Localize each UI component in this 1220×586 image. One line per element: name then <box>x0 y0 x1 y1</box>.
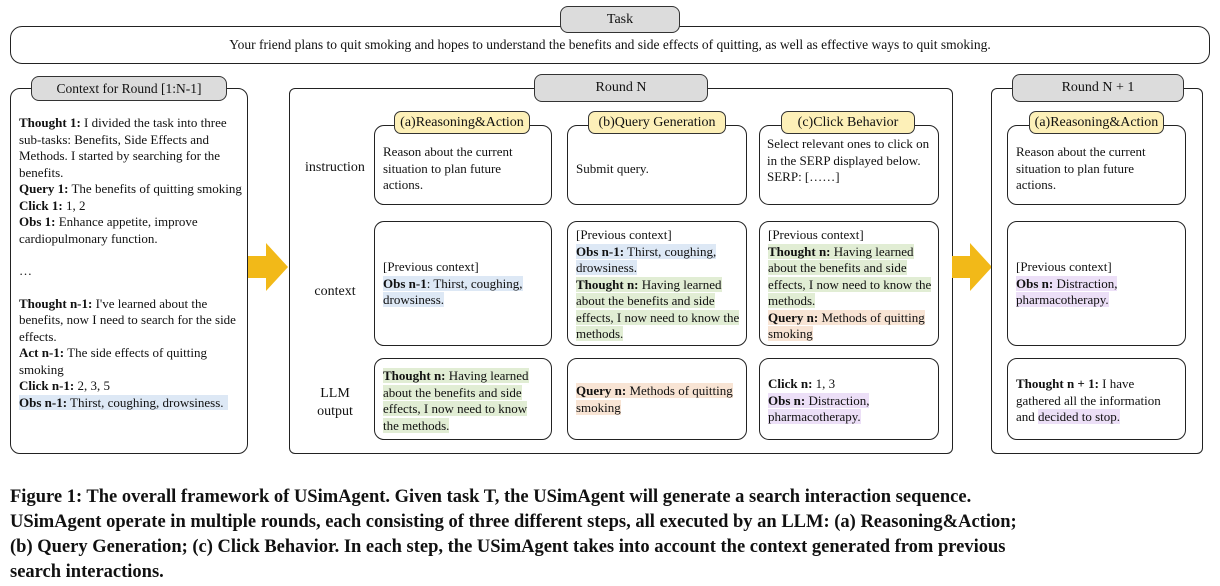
output-b-query-key: Query n: <box>576 383 627 398</box>
caption-line-2: USimAgent operate in multiple rounds, ea… <box>10 512 1017 532</box>
context-n1-content: [Previous context] Obs n: Distraction, p… <box>1016 259 1178 309</box>
context-b-prev: [Previous context] <box>576 227 672 242</box>
context-c-query-val: Methods of quitting smoking <box>768 309 925 342</box>
output-n1-box <box>1007 358 1186 440</box>
output-c-obs-val: Distraction, pharmacotherapy. <box>768 392 870 425</box>
output-c-content: Click n: 1, 3 Obs n: Distraction, pharma… <box>768 376 932 426</box>
context-b-obs-key: Obs n-1: <box>576 243 625 259</box>
context-a-prev: [Previous context] <box>383 259 479 274</box>
task-text: Your friend plans to quit smoking and ho… <box>229 37 991 52</box>
thought1-key: Thought 1: <box>19 115 81 130</box>
context-c-query-key: Query n: <box>768 309 819 325</box>
ellipsis: … <box>19 263 32 278</box>
row-label-llm-output: LLM output <box>296 385 374 421</box>
row-label-output: output <box>317 404 353 419</box>
arrow-right-icon <box>952 243 992 291</box>
thought1-val: I divided the task into three sub-tasks:… <box>19 115 227 180</box>
output-b-content: Query n: Methods of quitting smoking <box>576 383 740 416</box>
figure-caption: Figure 1: The overall framework of USimA… <box>10 485 1220 585</box>
actn1-key: Act n-1: <box>19 345 65 360</box>
output-n1-content: Thought n + 1: I have gathered all the i… <box>1016 376 1178 426</box>
output-a-thought-key: Thought n: <box>383 368 446 383</box>
context-panel-label: Context for Round [1:N-1] <box>31 76 227 101</box>
click1-val: 1, 2 <box>62 197 86 213</box>
output-b-query-val: Methods of quitting smoking <box>576 383 733 415</box>
context-c-prev: [Previous context] <box>768 227 864 242</box>
step-a-tab: (a)Reasoning&Action <box>394 111 530 134</box>
output-c-obs-key: Obs n: <box>768 392 806 408</box>
instruction-c-serp: SERP: [……] <box>767 169 840 184</box>
output-a-content: Thought n: Having learned about the bene… <box>383 368 545 434</box>
round-n-label: Round N <box>534 74 708 102</box>
context-n1-obs-key: Obs n: <box>1016 275 1054 291</box>
clickn1-key: Click n-1: <box>19 378 75 393</box>
round-n1-label: Round N + 1 <box>1012 74 1184 102</box>
row-label-instruction: instruction <box>305 160 365 175</box>
caption-line-1: Figure 1: The overall framework of USimA… <box>10 487 972 507</box>
thoughtn1-key: Thought n-1: <box>19 295 93 311</box>
context-c-content: [Previous context] Thought n: Having lea… <box>768 227 932 343</box>
arrow-right-icon <box>248 243 288 291</box>
task-label: Task <box>560 6 680 33</box>
context-b-thought-key: Thought n: <box>576 276 639 292</box>
obsn1-key: Obs n-1: <box>19 394 68 410</box>
click1-key: Click 1: <box>19 197 63 213</box>
query1-key: Query 1: <box>19 181 69 196</box>
output-n1-thought-plain: I have gathered all the information and <box>1016 376 1161 424</box>
step-c-tab: (c)Click Behavior <box>781 111 915 134</box>
context-history: Thought 1: I divided the task into three… <box>19 115 244 411</box>
row-label-context: context <box>314 284 356 299</box>
caption-line-4: search interactions. <box>10 562 164 582</box>
context-n1-obs-val: Distraction, pharmacotherapy. <box>1016 275 1118 308</box>
context-n1-prev: [Previous context] <box>1016 259 1112 274</box>
instruction-a-text: Reason about the current situation to pl… <box>383 144 513 192</box>
obs1-val: Enhance appetite, improve cardiopulmonar… <box>19 214 198 246</box>
output-n1-thought-hl: decided to stop. <box>1038 409 1120 424</box>
instruction-b-text: Submit query. <box>576 161 649 176</box>
step-b-tab: (b)Query Generation <box>588 111 726 134</box>
instruction-c-text: Select relevant ones to click on in the … <box>767 136 930 168</box>
context-b-content: [Previous context] Obs n-1: Thirst, coug… <box>576 227 740 343</box>
caption-line-3: (b) Query Generation; (c) Click Behavior… <box>10 537 1006 557</box>
instruction-a-box <box>374 125 552 205</box>
context-panel <box>10 88 248 454</box>
step-n1-tab: (a)Reasoning&Action <box>1029 111 1164 134</box>
output-b-box <box>567 358 747 440</box>
output-n1-thought-key: Thought n + 1: <box>1016 376 1099 391</box>
instruction-n1-text: Reason about the current situation to pl… <box>1016 144 1146 192</box>
obs1-key: Obs 1: <box>19 214 56 229</box>
context-c-thought-val: Having learned about the benefits and si… <box>768 243 932 309</box>
clickn1-val: 2, 3, 5 <box>74 378 111 393</box>
context-a-obs-key: Obs n-1 <box>383 275 427 291</box>
instruction-n1-box <box>1007 125 1186 205</box>
obsn1-val: Thirst, coughing, drowsiness. <box>67 394 224 410</box>
query1-val: The benefits of quitting smoking <box>68 181 242 196</box>
instruction-c-content: Select relevant ones to click on in the … <box>767 136 933 186</box>
output-c-click-val: 1, 3 <box>812 376 836 391</box>
actn1-val: The side effects of quitting smoking <box>19 345 207 377</box>
output-a-thought-val: Having learned about the benefits and si… <box>383 368 529 433</box>
thoughtn1-val: I've learned about the benefits, now I n… <box>19 295 236 344</box>
row-label-llm: LLM <box>320 386 350 401</box>
context-b-obs-val: Thirst, coughing, drowsiness. <box>576 243 717 276</box>
context-a-obs-val: : Thirst, coughing, drowsiness. <box>383 275 523 308</box>
context-b-thought-val: Having learned about the benefits and si… <box>576 276 740 342</box>
instruction-c-box <box>759 125 939 205</box>
context-c-thought-key: Thought n: <box>768 243 831 259</box>
output-c-click-key: Click n: <box>768 376 813 391</box>
context-a-content: [Previous context] Obs n-1: Thirst, coug… <box>383 259 545 309</box>
